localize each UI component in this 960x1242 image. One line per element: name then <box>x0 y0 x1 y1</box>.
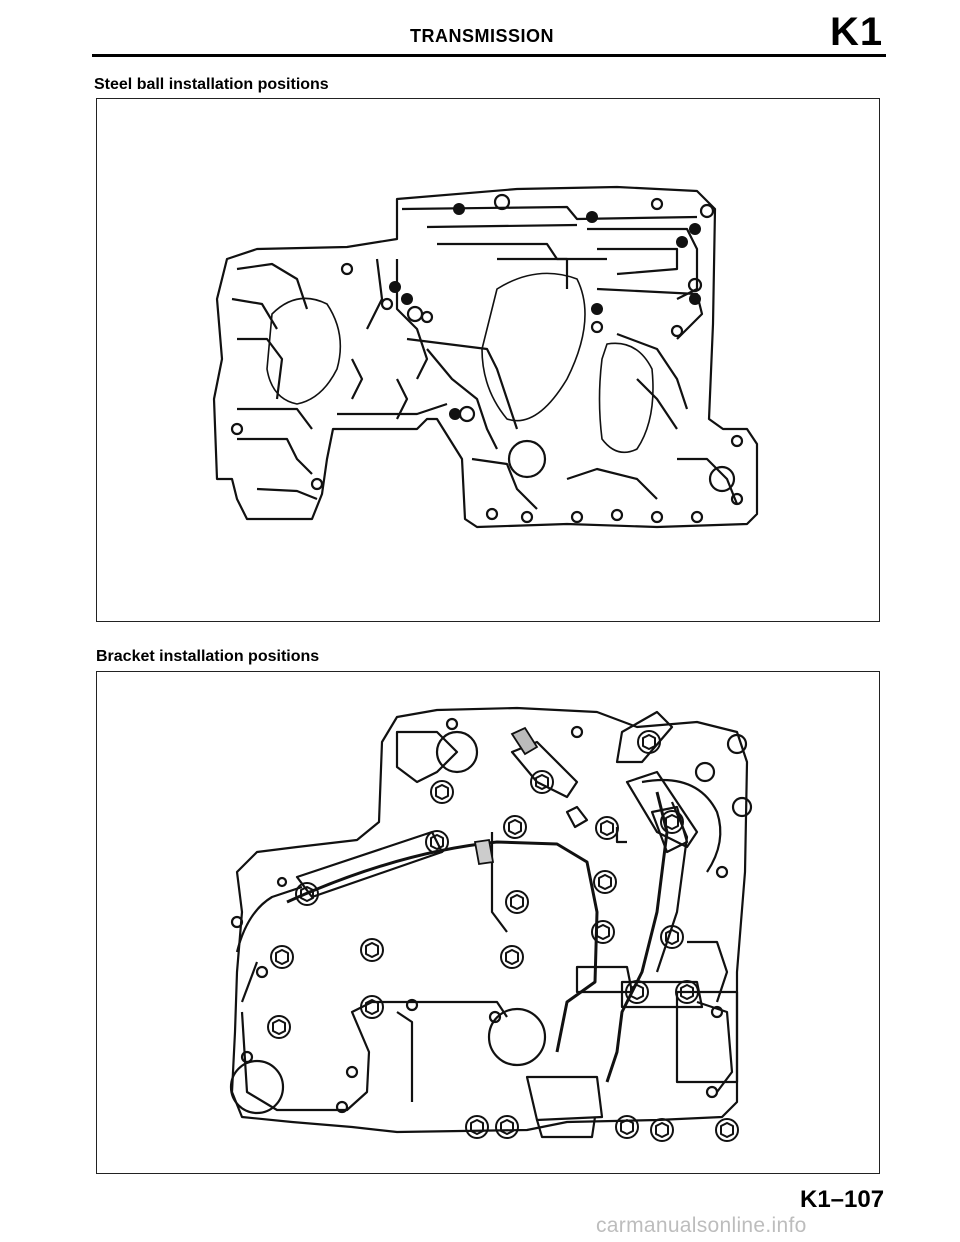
steel-ball-heading: Steel ball installation positions <box>94 76 329 93</box>
section-code: K1 <box>830 10 884 54</box>
steel-ball-markers <box>389 203 701 420</box>
watermark: carmanualsonline.info <box>596 1214 807 1237</box>
page-number: K1–107 <box>800 1186 885 1213</box>
page-header-title: TRANSMISSION <box>410 26 555 46</box>
valve-body-outline <box>230 706 749 1134</box>
filter-screens <box>473 726 539 866</box>
valve-body-outline <box>212 185 759 529</box>
bracket-figure <box>96 671 880 1174</box>
valve-body-separator-drawing <box>212 185 759 529</box>
valve-body-bracket-drawing <box>229 706 753 1142</box>
header-divider <box>92 54 886 57</box>
bracket-heading: Bracket installation positions <box>96 648 320 665</box>
steel-ball-figure <box>96 98 880 622</box>
